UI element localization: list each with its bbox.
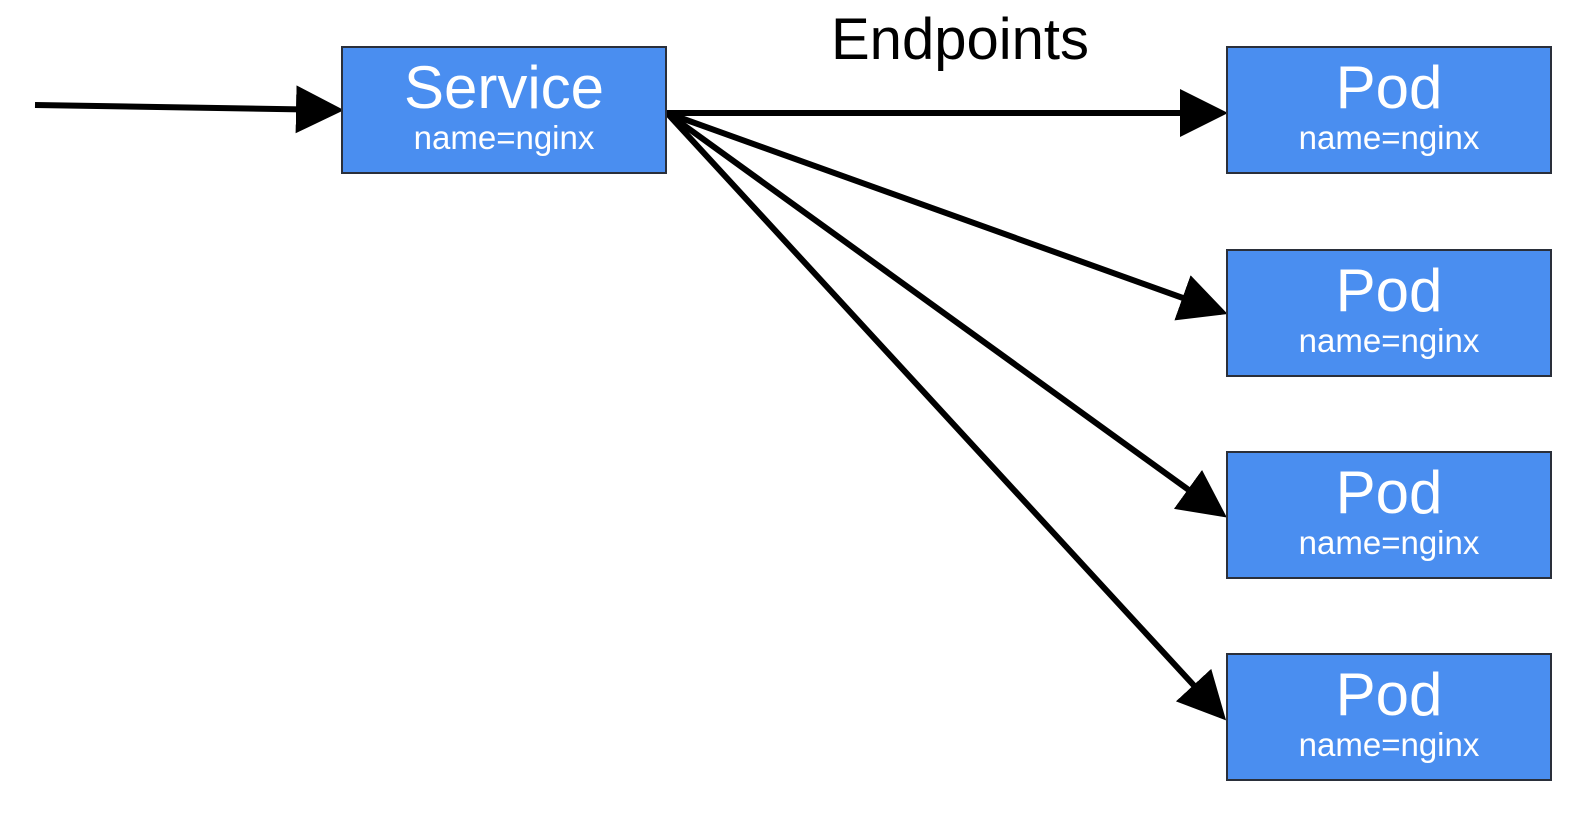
pod-title: Pod — [1335, 54, 1443, 121]
pod-label: name=nginx — [1298, 726, 1480, 763]
endpoints-label: Endpoints — [831, 7, 1089, 72]
pod-node: Pod name=nginx — [1226, 46, 1552, 174]
pod-title: Pod — [1335, 661, 1443, 728]
pod-title: Pod — [1335, 257, 1443, 324]
pod-title: Pod — [1335, 459, 1443, 526]
incoming-traffic-arrow — [34, 85, 344, 134]
endpoint-arrow-pod-2 — [665, 110, 1228, 321]
pod-node: Pod name=nginx — [1226, 451, 1552, 579]
service-selector: name=nginx — [413, 119, 595, 156]
endpoint-arrow-pod-4 — [664, 110, 1227, 721]
pod-label: name=nginx — [1298, 524, 1480, 561]
pod-label: name=nginx — [1298, 322, 1480, 359]
pod-node: Pod name=nginx — [1226, 249, 1552, 377]
service-title: Service — [403, 54, 605, 121]
pod-node: Pod name=nginx — [1226, 653, 1552, 781]
endpoint-arrow-pod-3 — [665, 110, 1227, 518]
pod-label: name=nginx — [1298, 119, 1480, 156]
service-node: Service name=nginx — [341, 46, 667, 174]
